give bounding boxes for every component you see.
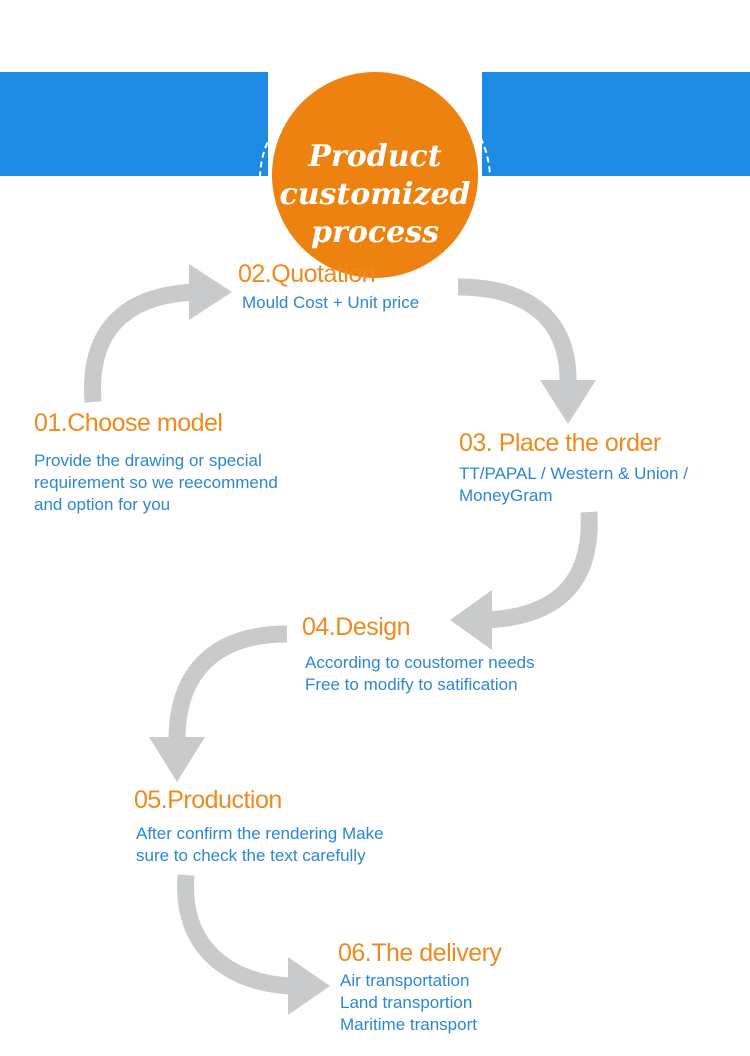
arrowhead-06 [288, 957, 330, 1015]
step-delivery: 06.The delivery Air transportation Land … [338, 938, 502, 1036]
step-title: 03. Place the order [459, 429, 661, 457]
description-line: and option for you [34, 495, 171, 514]
description-line: Land transportion [340, 993, 473, 1012]
step-description: TT/PAPAL / Western & Union / MoneyGram [459, 463, 688, 507]
arrowhead-05 [149, 737, 205, 782]
step-description: According to coustomer needs Free to mod… [302, 652, 535, 696]
arrowhead-02 [189, 264, 232, 320]
step-place-order: 03. Place the order TT/PAPAL / Western &… [459, 428, 688, 507]
banner-band-left [0, 72, 268, 176]
step-choose-model: 01.Choose model Provide the drawing or s… [34, 408, 278, 516]
description-line: Mould Cost + Unit price [242, 293, 420, 312]
description-line: Air transportation [340, 971, 470, 990]
arrow-05-to-06 [177, 874, 291, 995]
arrow-03-to-04 [487, 511, 598, 629]
title-line: process [311, 215, 439, 250]
step-title: 02.Quotation [238, 260, 376, 288]
arrowhead-03 [540, 380, 596, 424]
arrow-02-to-03 [457, 278, 577, 381]
description-line: After confirm the rendering Make [136, 824, 384, 843]
description-line: sure to check the text carefully [136, 846, 366, 865]
step-description: After confirm the rendering Make sure to… [134, 823, 384, 867]
arrow-04-to-05 [168, 625, 288, 741]
step-design: 04.Design According to coustomer needs F… [302, 612, 535, 696]
description-line: Free to modify to satification [305, 675, 518, 694]
page-title: Product customized process [272, 138, 478, 252]
title-circle [272, 72, 478, 278]
step-title: 06.The delivery [338, 939, 502, 967]
step-title: 01.Choose model [34, 409, 223, 437]
step-title: 04.Design [302, 613, 411, 641]
step-title: 05.Production [134, 786, 282, 814]
step-description: Air transportation Land transportion Mar… [338, 970, 501, 1036]
title-line: customized [279, 177, 471, 212]
description-line: According to coustomer needs [305, 653, 535, 672]
step-description: Provide the drawing or special requireme… [34, 450, 278, 516]
step-production: 05.Production After confirm the renderin… [134, 785, 384, 867]
step-quotation: 02.Quotation Mould Cost + Unit price [238, 259, 419, 314]
step-description: Mould Cost + Unit price [238, 292, 419, 314]
title-line: Product [308, 139, 442, 174]
description-line: TT/PAPAL / Western & Union / [459, 464, 688, 483]
description-line: requirement so we reecommend [34, 473, 278, 492]
banner-band-right [482, 72, 750, 176]
description-line: Provide the drawing or special [34, 451, 262, 470]
arrow-01-to-02 [84, 283, 197, 403]
description-line: Maritime transport [340, 1015, 477, 1034]
header-banner: Product customized process [0, 72, 750, 284]
description-line: MoneyGram [459, 486, 553, 505]
arrowhead-04 [450, 590, 492, 650]
